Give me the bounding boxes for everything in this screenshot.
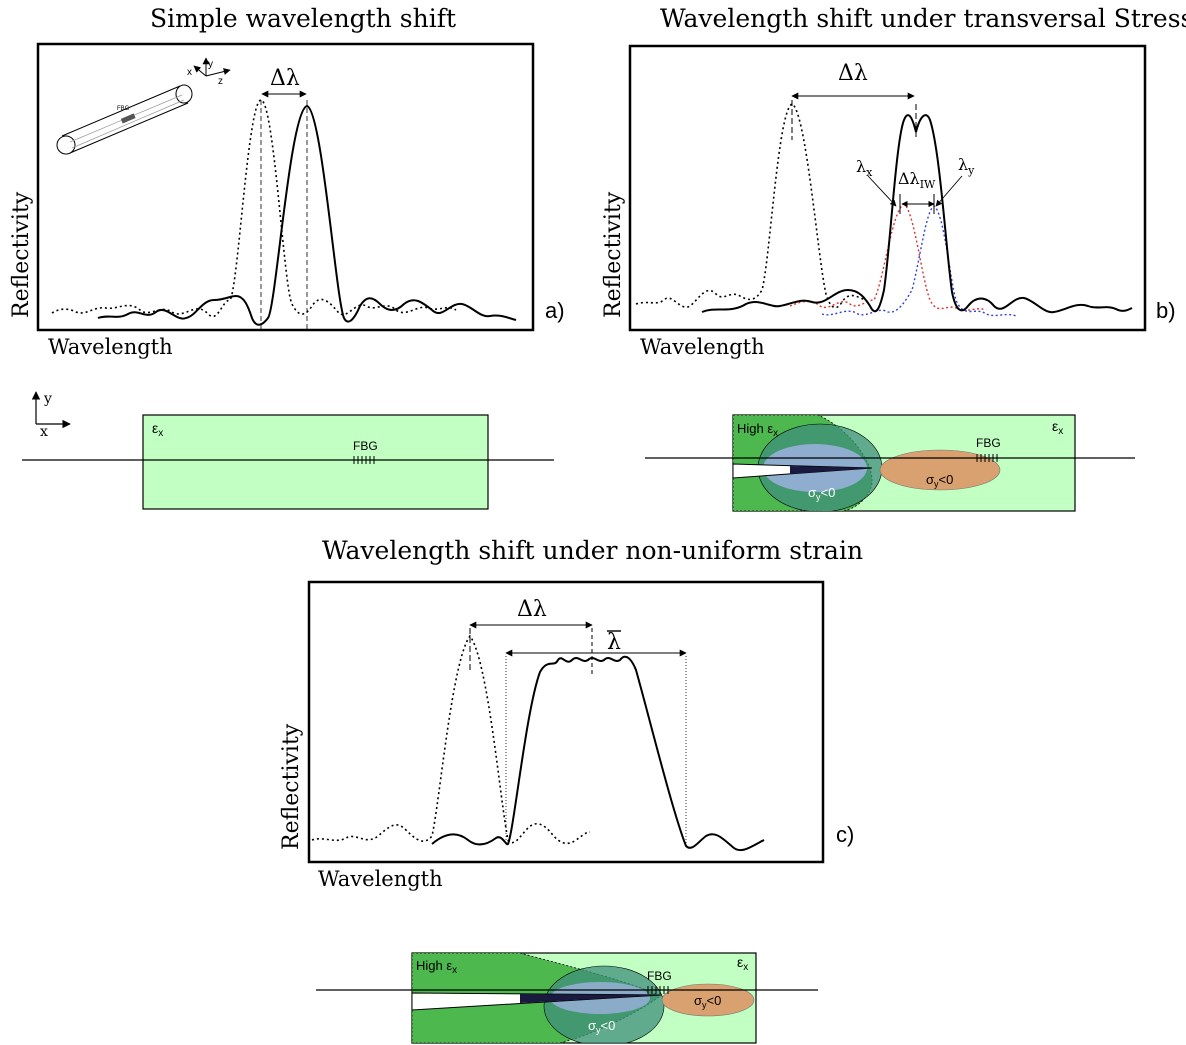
panel-b-title: Wavelength shift under transversal Stres… [660,4,1186,33]
fbg-label: FBG [353,439,378,453]
axis-y-label: y [208,59,213,70]
fbg-label: FBG [647,969,672,983]
axes-triad-icon [193,57,231,77]
axis-z-label: z [218,76,223,87]
panel-b-frame [628,44,1147,332]
delta-lambda-label: Δλ [517,597,547,622]
panel-c-xlabel: Wavelength [318,867,443,891]
lambda-bar-label: λ [607,630,621,655]
fbg-mark-icon [120,113,136,124]
polarization-y-spectrum [821,205,1017,317]
fbg-label: FBG [976,436,1001,450]
lambda-y-label: λy [958,155,975,177]
inset-fbg-label: FBG [117,106,130,112]
panel-a-tag: a) [545,298,565,323]
fbg-grating-icon [647,986,669,994]
specimen-crack-c: FBG High εx εx σy<0 σy<0 [316,952,818,1044]
panel-a-title: Simple wavelength shift [150,4,457,33]
shifted-spectrum-solid [97,104,517,326]
sigma-left-label: σy<0 [808,485,835,502]
panel-b-xlabel: Wavelength [640,335,765,359]
crack-tip [790,466,872,474]
reference-spectrum-dotted [311,634,591,845]
specimen-crack-b: FBG High εx εx σy<0 σy<0 [645,414,1135,512]
delta-lambda-label: Δλ [270,66,300,91]
lambda-y-pointer [935,175,963,207]
eps-label: εx [1052,418,1063,437]
axis-x-label: x [40,424,48,440]
panel-c: Δλ λ c) [307,580,854,864]
reference-spectrum-dotted [635,103,867,309]
axis-x-label: x [187,67,192,78]
stress-zone-right [879,449,1001,491]
specimen-body [142,414,489,510]
reference-spectrum-dotted [51,99,457,318]
panel-a-frame [36,42,535,332]
sigma-left-label: σy<0 [588,1018,615,1035]
panel-b-ylabel: Reflectivity [601,191,626,318]
fbg-grating-icon [976,454,998,462]
sigma-right-label: σy<0 [926,472,953,489]
panel-c-title: Wavelength shift under non-uniform strai… [322,536,864,565]
panel-c-ylabel: Reflectivity [279,723,304,850]
eps-label: εx [737,954,748,973]
split-spectrum-solid [701,114,1133,314]
sigma-right-label: σy<0 [694,993,721,1010]
panel-c-tag: c) [836,822,854,847]
lambda-x-pointer [867,175,897,207]
crack-tip [520,994,662,1003]
panel-a-xlabel: Wavelength [48,335,173,359]
lambda-x-label: λx [856,157,873,179]
panel-c-frame [307,580,825,864]
panel-b-tag: b) [1156,298,1176,323]
fbg-grating-icon [353,456,375,464]
specimen-plain: x y FBG εx [22,391,554,510]
panel-a: FBG y x z Δλ a) [36,42,565,332]
panel-a-ylabel: Reflectivity [9,191,34,318]
axis-y-label: y [43,391,52,407]
high-eps-label: High εx [737,421,778,439]
delta-lambda-label: Δλ [838,61,868,86]
high-eps-label: High εx [416,958,457,976]
eps-label: εx [152,420,163,439]
broadened-spectrum-solid [431,655,765,852]
panel-b: Δλ λx λy ΔλIW b) [628,44,1176,332]
delta-iw-label: ΔλIW [898,169,936,191]
fiber-inset: FBG [56,84,193,155]
stress-zone-right [661,983,755,1017]
